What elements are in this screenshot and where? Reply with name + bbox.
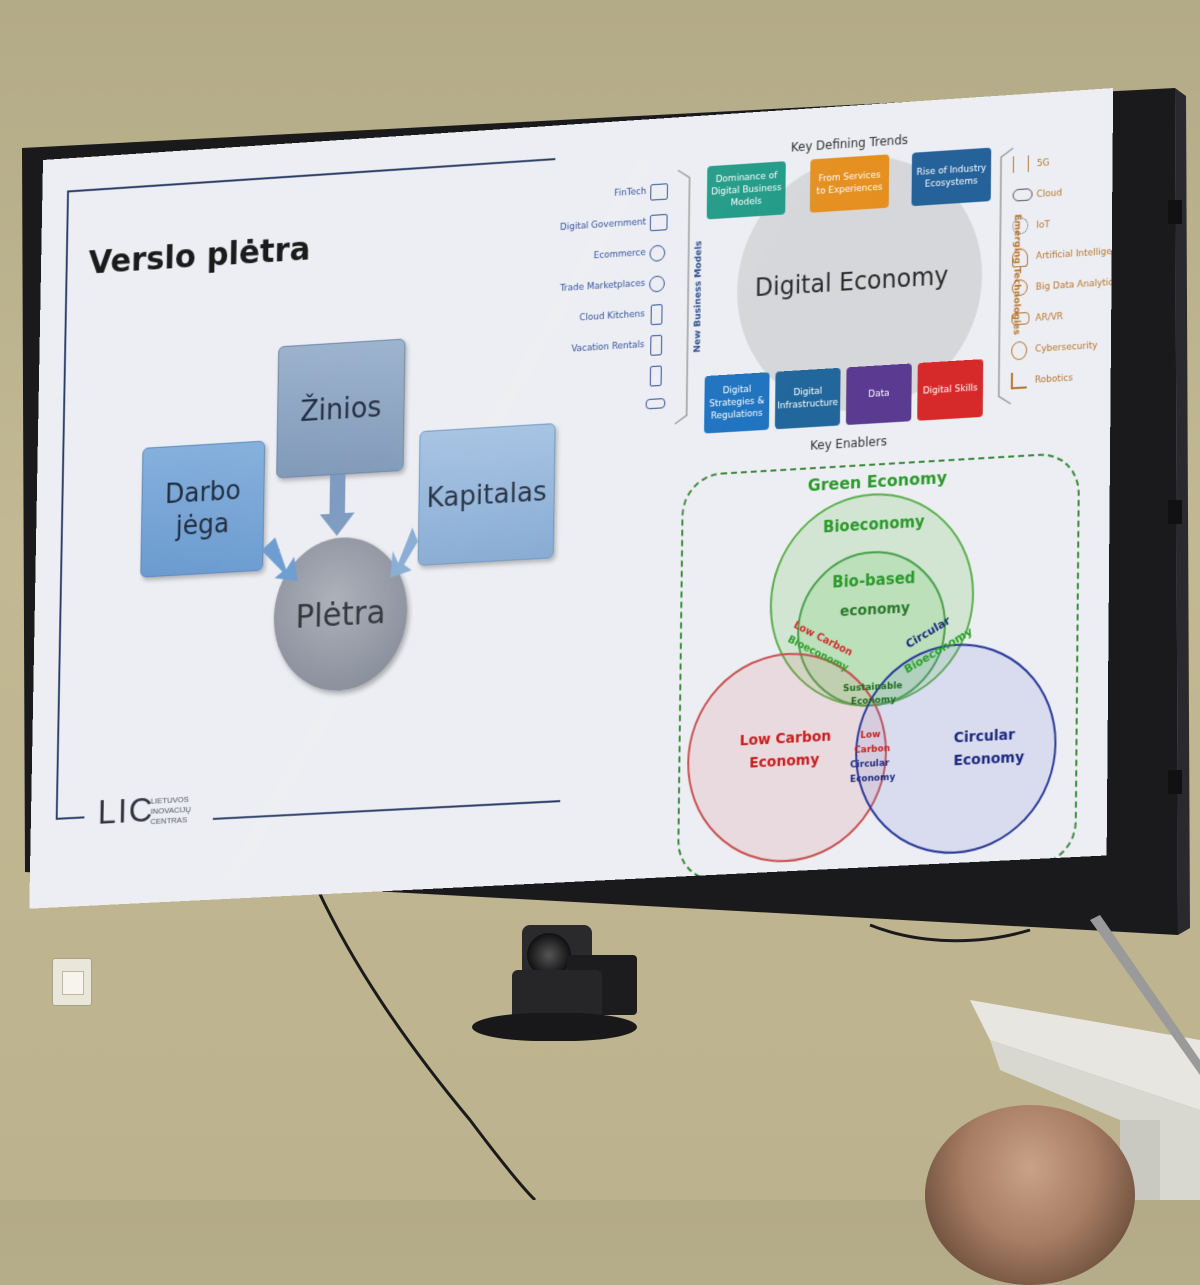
- venn-circular-1: Circular: [953, 726, 1016, 747]
- presentation-slide: Verslo plėtra Žinios Darbo jėga Kapitala…: [29, 88, 1114, 909]
- arrow-down: [319, 474, 355, 537]
- venn-lcce-3: Circular: [850, 758, 890, 771]
- light-switch: [52, 958, 92, 1006]
- lectern: [970, 915, 1200, 1200]
- audience-head: [925, 1105, 1135, 1285]
- cable: [316, 889, 1031, 1200]
- circular-circle: [855, 639, 1056, 857]
- low-carbon-circle: [687, 649, 887, 866]
- diagram-arrows: [260, 474, 419, 583]
- conference-camera: [472, 925, 642, 1045]
- venn-lcce-2: Carbon: [854, 743, 891, 756]
- venn-lcce-1: Low: [860, 729, 881, 742]
- arrow-right-to-center: [390, 527, 419, 578]
- photo-scene: Verslo plėtra Žinios Darbo jėga Kapitala…: [22, 88, 1200, 1285]
- venn-circles: [29, 88, 1113, 909]
- arrow-left-to-center: [260, 536, 299, 583]
